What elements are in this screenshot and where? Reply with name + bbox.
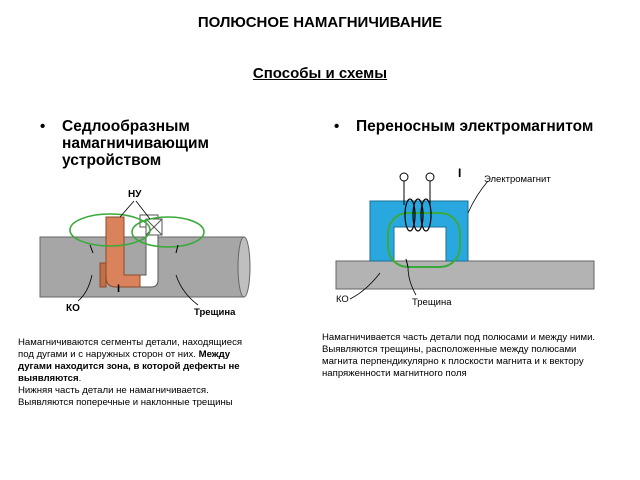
terminal-left: [399, 172, 409, 182]
terminal-right: [425, 172, 435, 182]
field-line-left: [69, 213, 151, 247]
page-title: ПОЛЮСНОЕ НАМАГНИЧИВАНИЕ: [197, 14, 443, 31]
left-description-part2: . Нижняя часть детали не намагничивается…: [18, 373, 233, 408]
ko-label: КО: [66, 303, 80, 314]
current-label: I: [117, 283, 120, 295]
right-method-heading: • Переносным электромагнитом: [334, 118, 626, 135]
cylinder-part: [39, 236, 245, 298]
field-line-loop: [387, 212, 461, 268]
electromagnet-diagram: I Электромагнит КО Трещина: [335, 166, 595, 308]
coil-winding: [404, 198, 416, 232]
left-description: Намагничиваются сегменты детали, находящ…: [18, 337, 250, 409]
plate-part: [335, 260, 595, 290]
left-description-part1: Намагничиваются сегменты детали, находящ…: [18, 337, 243, 360]
ko-label: КО: [336, 294, 349, 305]
field-line-right: [131, 216, 205, 248]
saddle-device-diagram: НУ I КО Трещина: [39, 189, 251, 318]
current-label: I: [458, 166, 461, 180]
right-method-label: Переносным электромагнитом: [356, 118, 594, 135]
nu-label: НУ: [128, 189, 142, 200]
right-description: Намагничивается часть детали под полюсам…: [322, 332, 596, 379]
bullet-marker: •: [40, 118, 46, 135]
crack-label: Трещина: [412, 297, 452, 308]
electromagnet-core: [369, 200, 469, 262]
bullet-marker: •: [334, 118, 340, 135]
electromagnet-label: Электромагнит: [484, 174, 551, 185]
page-subtitle: Способы и схемы: [252, 65, 388, 82]
left-description-bold: Между дугами находится зона, в которой д…: [18, 349, 240, 384]
left-method-heading: • Седлообразным намагничивающим устройст…: [40, 118, 252, 169]
left-method-label: Седлообразным намагничивающим устройство…: [62, 118, 209, 169]
crack-label: Трещина: [194, 307, 236, 318]
